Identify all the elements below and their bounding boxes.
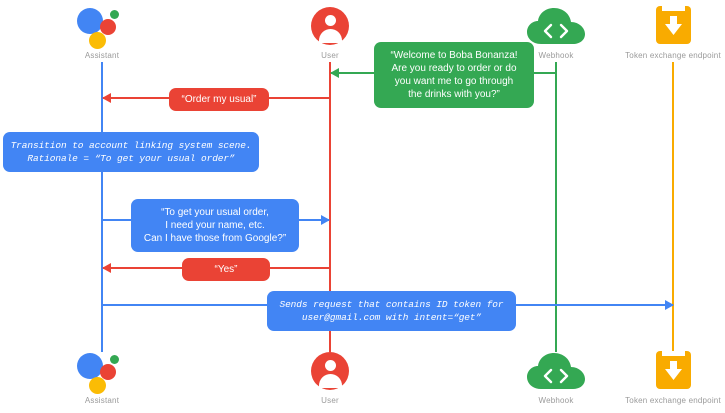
actor-label-webhook: Webhook: [538, 51, 574, 60]
actor-label-endpoint: Token exchange endpoint: [625, 396, 721, 405]
message-bubble-welcome[interactable]: “Welcome to Boba Bonanza! Are you ready …: [374, 42, 534, 108]
actor-label-assistant: Assistant: [84, 396, 120, 405]
actor-webhook-bottom[interactable]: Webhook: [501, 349, 611, 406]
message-bubble-transition-note[interactable]: Transition to account linking system sce…: [3, 132, 259, 172]
lifeline-endpoint: [672, 62, 674, 352]
bubble-line: “Order my usual”: [181, 94, 257, 105]
cloud-code-icon: [501, 349, 611, 393]
actor-label-user: User: [321, 51, 339, 60]
bubble-line: Rationale = “To get your usual order”: [27, 153, 235, 164]
bubble-line: “Welcome to Boba Bonanza!: [390, 50, 518, 61]
actor-webhook-top[interactable]: Webhook: [501, 4, 611, 61]
bubble-line: the drinks with you?”: [408, 89, 500, 100]
message-bubble-yes[interactable]: “Yes”: [182, 258, 270, 281]
actor-label-user: User: [321, 396, 339, 405]
bubble-line: user@gmail.com with intent=“get”: [301, 312, 482, 323]
bubble-line: Transition to account linking system sce…: [10, 140, 252, 151]
user-avatar-icon: [275, 4, 385, 48]
user-avatar-icon: [275, 349, 385, 393]
download-endpoint-icon: [618, 349, 725, 393]
bubble-line: “Yes”: [214, 264, 238, 275]
cloud-code-icon: [501, 4, 611, 48]
actor-label-webhook: Webhook: [538, 396, 574, 405]
message-bubble-ask-for-name[interactable]: “To get your usual order, I need your na…: [131, 199, 299, 252]
lifeline-assistant: [101, 62, 103, 352]
message-bubble-send-id-token[interactable]: Sends request that contains ID token for…: [267, 291, 516, 331]
actor-label-endpoint: Token exchange endpoint: [625, 51, 721, 60]
google-assistant-icon: [47, 4, 157, 49]
lifeline-webhook: [555, 62, 557, 352]
bubble-line: Can I have those from Google?”: [143, 233, 287, 244]
actor-user-bottom[interactable]: User: [275, 349, 385, 406]
bubble-line: Are you ready to order or do: [391, 63, 517, 74]
actor-label-assistant: Assistant: [84, 51, 120, 60]
message-bubble-order-my-usual[interactable]: “Order my usual”: [169, 88, 269, 111]
bubble-line: you want me to go through: [394, 76, 514, 87]
actor-endpoint-top[interactable]: Token exchange endpoint: [618, 4, 725, 61]
bubble-line: “To get your usual order,: [161, 207, 269, 218]
actor-assistant-bottom[interactable]: Assistant: [47, 349, 157, 406]
actor-assistant-top[interactable]: Assistant: [47, 4, 157, 61]
lifeline-user: [329, 62, 331, 352]
download-endpoint-icon: [618, 4, 725, 48]
actor-user-top[interactable]: User: [275, 4, 385, 61]
google-assistant-icon: [47, 349, 157, 394]
bubble-line: I need your name, etc.: [165, 220, 265, 231]
actor-endpoint-bottom[interactable]: Token exchange endpoint: [618, 349, 725, 406]
bubble-line: Sends request that contains ID token for: [279, 299, 504, 310]
